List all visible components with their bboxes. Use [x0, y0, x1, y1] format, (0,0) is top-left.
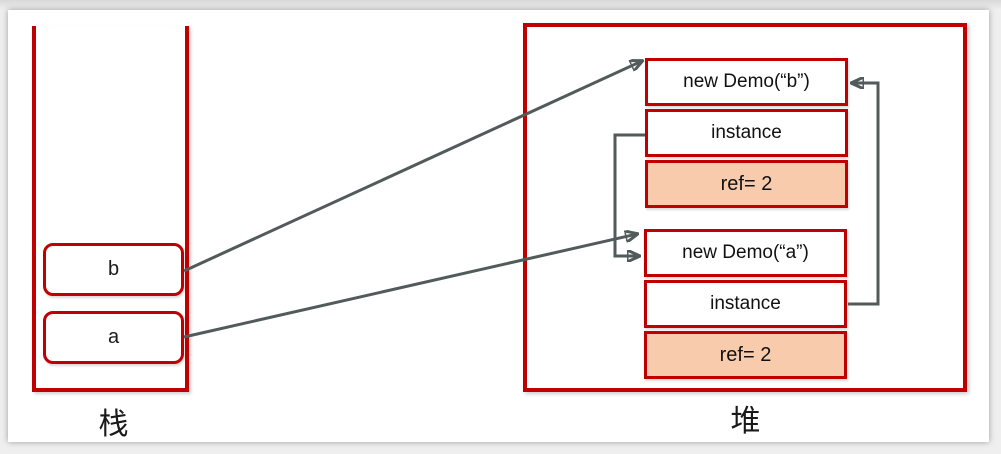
- stack-var-b: b: [43, 243, 184, 296]
- heap-object-a-refcount: ref= 2: [644, 331, 847, 379]
- heap-object-b: new Demo(“b”) instance ref= 2: [645, 58, 848, 208]
- heap-object-a: new Demo(“a”) instance ref= 2: [644, 229, 847, 379]
- stack-label: 栈: [98, 408, 129, 441]
- heap-object-b-title: new Demo(“b”): [645, 58, 848, 106]
- stack-var-a-label: a: [107, 326, 120, 348]
- heap-object-a-instance-field: instance: [644, 280, 847, 328]
- stack-var-a: a: [43, 311, 184, 364]
- heap-label: 堆: [730, 405, 761, 438]
- heap-object-b-refcount: ref= 2: [645, 160, 848, 208]
- diagram-canvas: b a 栈 new Demo(“b”) instance ref= 2 new …: [8, 10, 989, 442]
- stack-var-b-label: b: [107, 258, 120, 280]
- heap-object-b-instance-field: instance: [645, 109, 848, 157]
- heap-object-a-title: new Demo(“a”): [644, 229, 847, 277]
